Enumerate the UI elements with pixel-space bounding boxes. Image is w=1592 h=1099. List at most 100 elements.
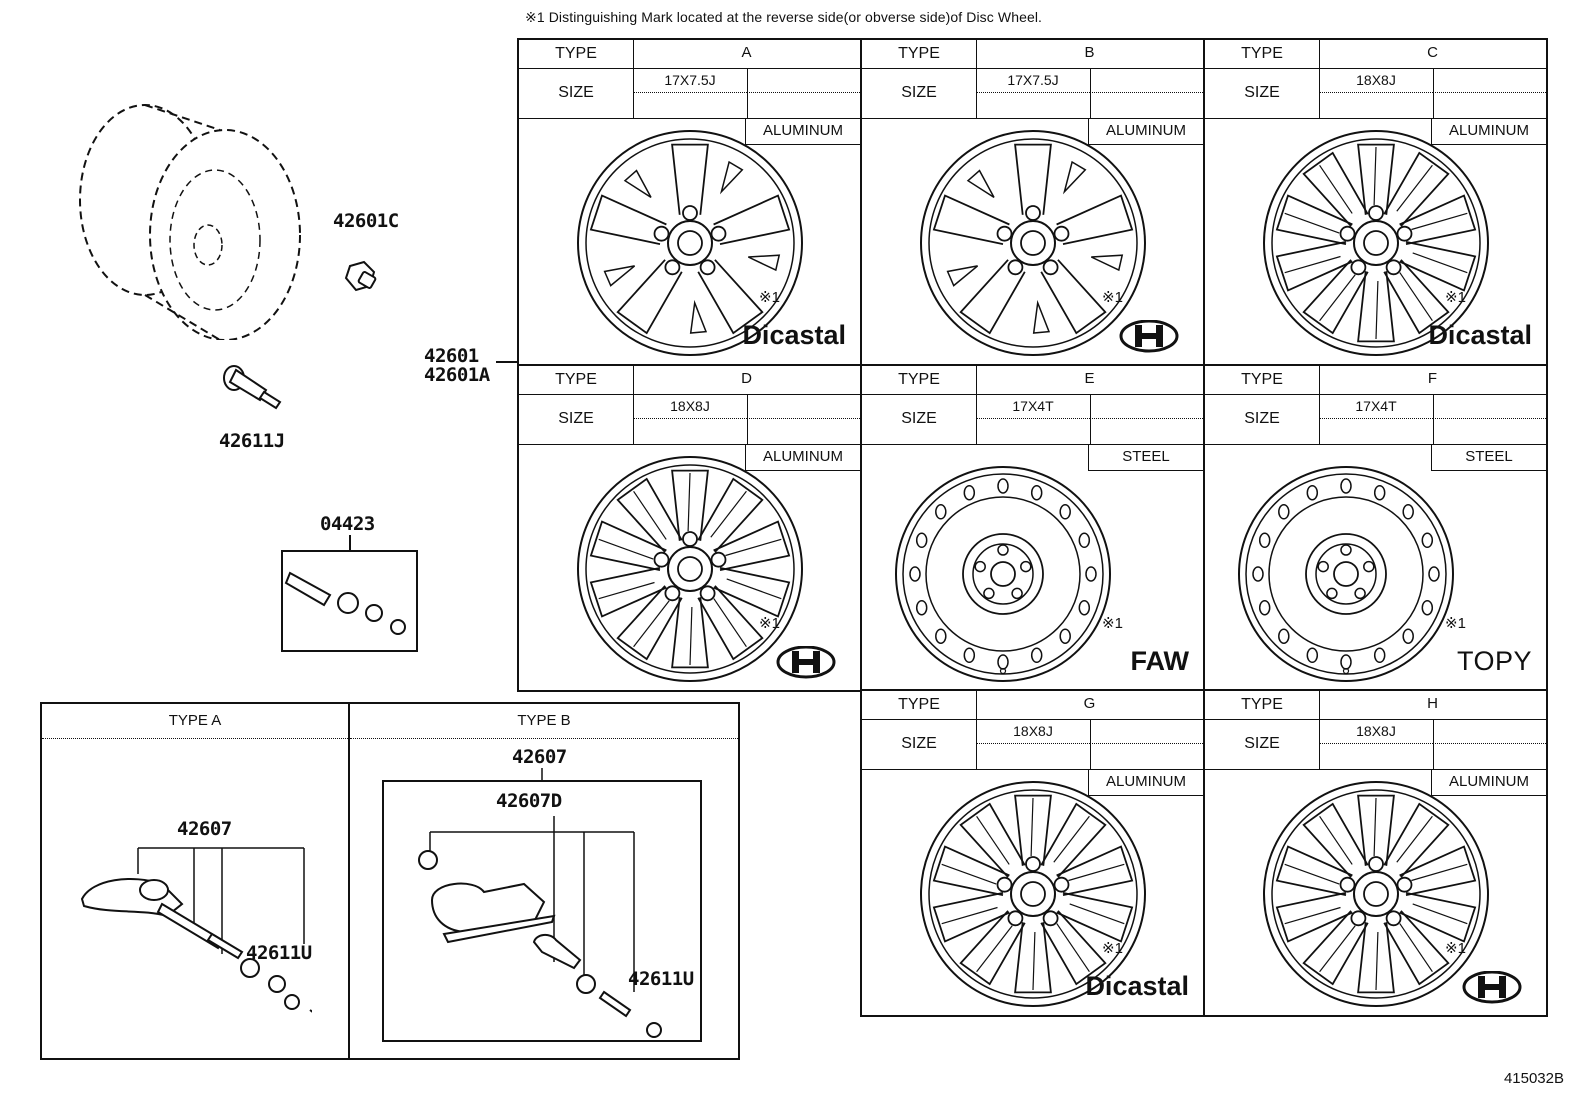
size-label: SIZE	[862, 68, 977, 118]
size-blank-cell	[1433, 743, 1546, 769]
valve-kit-box	[281, 535, 418, 652]
size-blank-cell	[1319, 418, 1433, 444]
size-blank-cell	[1090, 394, 1203, 419]
part-number-42601: 42601	[424, 345, 479, 367]
size-blank-cell	[1433, 92, 1546, 118]
material-label: ALUMINUM	[1431, 118, 1546, 145]
size-value: 18X8J	[633, 394, 747, 419]
size-label: SIZE	[519, 68, 634, 118]
material-label: ALUMINUM	[745, 118, 860, 145]
manufacturer-h-logo-icon	[1462, 971, 1522, 1004]
size-value: 17X4T	[976, 394, 1090, 419]
wheel-type-e-cell: TYPE E SIZE 17X4T STEEL ※1 FAW	[860, 364, 1205, 692]
brand-mark: TOPY	[1456, 646, 1532, 676]
type-value: G	[1083, 695, 1096, 712]
distinguishing-mark-ref: ※1	[759, 289, 780, 306]
size-blank-cell	[747, 394, 860, 419]
type-label: TYPE	[1205, 691, 1320, 719]
type-label: TYPE	[862, 691, 977, 719]
size-value: 18X8J	[1319, 68, 1433, 93]
part-number-42607D: 42607D	[496, 790, 562, 812]
type-value: D	[741, 370, 752, 387]
drawing-number: 415032B	[1503, 1070, 1564, 1087]
part-number-42611J: 42611J	[219, 430, 285, 452]
type-row: TYPE B	[862, 40, 1203, 69]
distinguishing-mark-ref: ※1	[1102, 940, 1123, 957]
size-row: SIZE 18X8J	[519, 394, 860, 445]
brand-mark: Dicastal	[742, 320, 846, 350]
type-value: C	[1427, 44, 1438, 61]
hub-nut-icon	[344, 260, 377, 292]
material-label: STEEL	[1431, 444, 1546, 471]
tpms-sensor-type-a-drawing	[80, 847, 312, 1013]
material-label: STEEL	[1088, 444, 1203, 471]
size-row: SIZE 17X7.5J	[862, 68, 1203, 119]
sensor-type-a-box: TYPE A 42607 42611U	[40, 702, 350, 1060]
size-blank-cell	[747, 92, 860, 118]
size-row: SIZE 17X7.5J	[519, 68, 860, 119]
size-blank-cell	[747, 418, 860, 444]
type-row: TYPE A	[519, 40, 860, 69]
brand-mark: Dicastal	[1085, 971, 1189, 1001]
size-blank-cell	[1319, 92, 1433, 118]
size-row: SIZE 17X4T	[1205, 394, 1546, 445]
size-label: SIZE	[1205, 719, 1320, 769]
size-blank-cell	[633, 92, 747, 118]
size-blank-cell	[1433, 418, 1546, 444]
type-value: E	[1084, 370, 1095, 387]
material-label: ALUMINUM	[1431, 769, 1546, 796]
sensor-type-b-box: TYPE B 42607 42607D 42611U	[348, 702, 740, 1060]
size-label: SIZE	[862, 394, 977, 444]
part-number-42611U-type-b: 42611U	[628, 968, 694, 990]
material-label: ALUMINUM	[1088, 118, 1203, 145]
wheel-drawing	[577, 130, 803, 356]
distinguishing-mark-ref: ※1	[759, 615, 780, 632]
wheel-type-d-cell: TYPE D SIZE 18X8J ALUMINUM ※1	[517, 364, 862, 692]
wheel-type-g-cell: TYPE G SIZE 18X8J ALUMINUM ※1 Dicastal	[860, 689, 1205, 1017]
size-value: 17X7.5J	[633, 68, 747, 93]
size-value: 17X4T	[1319, 394, 1433, 419]
size-blank-cell	[1090, 68, 1203, 93]
wheel-drawing	[1238, 466, 1454, 682]
size-label: SIZE	[862, 719, 977, 769]
part-number-04423: 04423	[320, 513, 375, 535]
wheel-drawing	[920, 130, 1146, 356]
type-row: TYPE H	[1205, 691, 1546, 720]
wheel-type-f-cell: TYPE F SIZE 17X4T STEEL ※1 TOPY	[1203, 364, 1548, 692]
size-blank-cell	[1433, 394, 1546, 419]
type-value: A	[741, 44, 752, 61]
type-row: TYPE G	[862, 691, 1203, 720]
size-blank-cell	[1433, 68, 1546, 93]
wheel-type-c-cell: TYPE C SIZE 18X8J ALUMINUM ※1 Dicastal	[1203, 38, 1548, 366]
type-label: TYPE	[1205, 40, 1320, 68]
size-row: SIZE 18X8J	[1205, 68, 1546, 119]
size-row: SIZE 17X4T	[862, 394, 1203, 445]
size-row: SIZE 18X8J	[1205, 719, 1546, 770]
material-label: ALUMINUM	[745, 444, 860, 471]
wheel-type-a-cell: TYPE A SIZE 17X7.5J ALUMINUM ※1 Dicastal	[517, 38, 862, 366]
wheel-drawing	[577, 456, 803, 682]
wheel-drawing	[1263, 130, 1489, 356]
type-label: TYPE	[862, 40, 977, 68]
type-value: B	[1084, 44, 1095, 61]
size-blank-cell	[1090, 719, 1203, 744]
wheel-drawing	[895, 466, 1111, 682]
type-label: TYPE	[519, 40, 634, 68]
distinguishing-mark-note: ※1 Distinguishing Mark located at the re…	[525, 9, 1043, 25]
size-value: 18X8J	[976, 719, 1090, 744]
wheel-type-h-cell: TYPE H SIZE 18X8J ALUMINUM ※1	[1203, 689, 1548, 1017]
size-value: 18X8J	[1319, 719, 1433, 744]
distinguishing-mark-ref: ※1	[1445, 289, 1466, 306]
part-number-42607-type-a: 42607	[177, 818, 232, 840]
distinguishing-mark-ref: ※1	[1445, 940, 1466, 957]
size-label: SIZE	[1205, 394, 1320, 444]
type-row: TYPE E	[862, 366, 1203, 395]
size-blank-cell	[1433, 719, 1546, 744]
size-blank-cell	[747, 68, 860, 93]
distinguishing-mark-ref: ※1	[1445, 615, 1466, 632]
size-blank-cell	[976, 418, 1090, 444]
spare-tire-drawing	[79, 104, 301, 340]
sensor-type-a-title: TYPE A	[42, 704, 348, 739]
manufacturer-h-logo-icon	[1119, 320, 1179, 353]
size-row: SIZE 18X8J	[862, 719, 1203, 770]
